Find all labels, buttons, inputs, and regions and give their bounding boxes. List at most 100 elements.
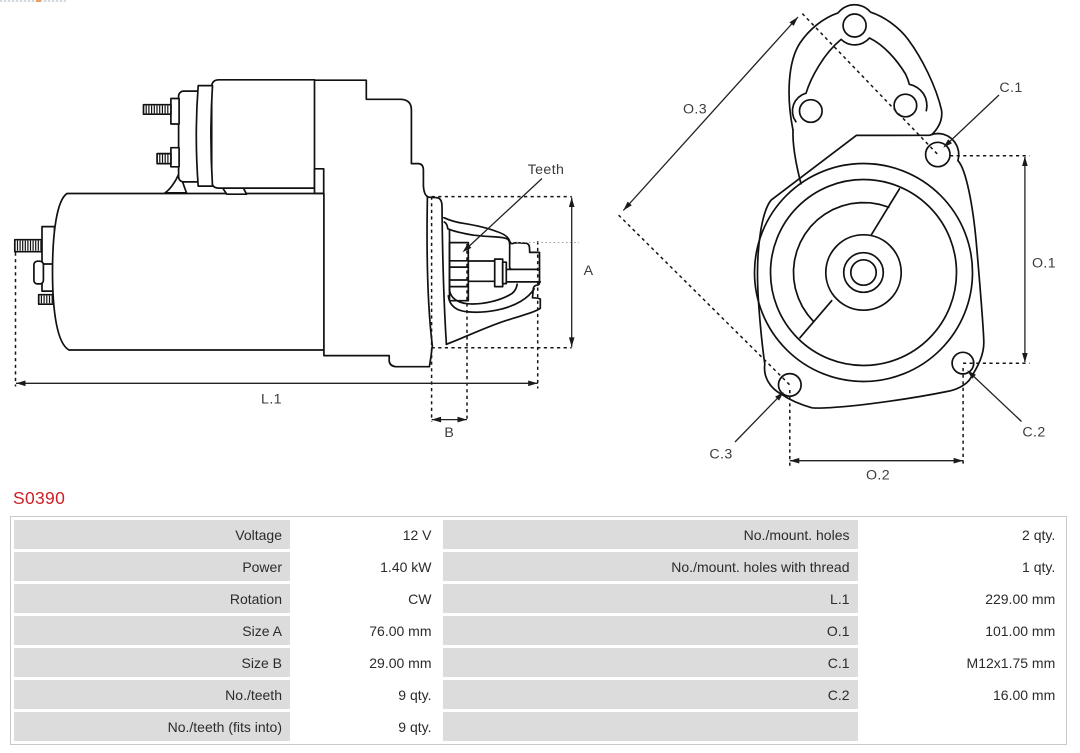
spec-row: Rotation CW L.1 229.00 mm <box>14 584 1064 613</box>
spec-row: Size A 76.00 mm O.1 101.00 mm <box>14 616 1064 645</box>
solenoid-end-plate <box>313 167 325 195</box>
face-circle-outer <box>753 162 974 383</box>
cavity-bottom-outer <box>447 287 535 314</box>
gear-body <box>448 241 470 302</box>
spec-row: Size B 29.00 mm C.1 M12x1.75 mm <box>14 648 1064 677</box>
spec-value: CW <box>293 584 440 613</box>
drive-housing <box>313 79 434 347</box>
label-dim-c3: C.3 <box>709 447 732 463</box>
spec-label: Size A <box>14 616 290 645</box>
solenoid-bolt-hole-left <box>798 98 823 124</box>
pinion-gear <box>448 241 470 302</box>
nose-bearing-lines <box>505 268 542 283</box>
spec-value: 29.00 mm <box>293 648 440 677</box>
spec-label: C.2 <box>442 680 858 709</box>
dim-o3-line <box>622 16 799 211</box>
motor-body <box>51 192 325 351</box>
label-dim-o2: O.2 <box>866 468 890 484</box>
mount-hole-c3 <box>777 372 802 398</box>
spec-value: M12x1.75 mm <box>860 648 1064 677</box>
c1-pointer-arrowhead <box>943 139 952 148</box>
hub-disc <box>824 233 903 312</box>
dim-extension-dashed <box>14 195 572 422</box>
spec-label: No./teeth (fits into) <box>14 712 290 741</box>
mounting-flange <box>756 132 985 409</box>
spec-label: Power <box>14 552 290 581</box>
side-view: Teeth A B L.1 <box>13 78 594 441</box>
rear-grommet <box>33 260 45 285</box>
spec-value: 1 qty. <box>860 552 1064 581</box>
hub-ring <box>842 251 885 294</box>
specs-table: Voltage 12 V No./mount. holes 2 qty. Pow… <box>10 516 1068 745</box>
solenoid <box>142 78 325 195</box>
spec-value: 101.00 mm <box>860 616 1064 645</box>
spec-value: 76.00 mm <box>293 616 440 645</box>
spec-value: 9 qty. <box>293 712 440 741</box>
spec-value: 229.00 mm <box>860 584 1064 613</box>
thread-hatch <box>159 154 169 163</box>
spec-label: L.1 <box>442 584 858 613</box>
thread-hatch <box>16 240 42 251</box>
solenoid-side-edge <box>792 129 802 185</box>
spec-value: 12 V <box>293 520 440 549</box>
bearing-face-circles <box>753 162 974 383</box>
c1-pointer-line <box>944 94 1000 147</box>
thread-hatch <box>145 105 169 114</box>
screen-artifact-accent <box>36 0 41 2</box>
spec-row: Voltage 12 V No./mount. holes 2 qty. <box>14 520 1064 549</box>
side-dimension-lines <box>14 178 579 423</box>
spec-label: No./mount. holes <box>442 520 858 549</box>
pinion-shaft <box>467 258 542 288</box>
teeth-pointer-arrowhead <box>462 243 472 253</box>
shaft-hole <box>849 258 878 287</box>
dim-o1-o2-extension-dashed <box>789 155 1030 467</box>
technical-drawing: Teeth A B L.1 <box>13 3 1056 484</box>
solenoid-bolt-hole-top <box>842 13 867 38</box>
spec-row: Power 1.40 kW No./mount. holes with thre… <box>14 552 1064 581</box>
gear-tooth-lines <box>448 259 470 288</box>
dim-o3-extension-dashed <box>618 13 939 386</box>
solenoid-dome <box>788 3 943 136</box>
bell-housing <box>443 216 542 346</box>
cavity-top-edge <box>443 221 514 271</box>
thread-hatch <box>40 295 53 304</box>
spec-label: Voltage <box>14 520 290 549</box>
label-teeth: Teeth <box>528 162 565 178</box>
terminal-nut-upper <box>170 97 180 125</box>
solenoid-dome-inner <box>791 37 928 123</box>
mount-ring <box>426 195 448 346</box>
terminal-nut-lower <box>170 146 180 168</box>
screen-artifact <box>0 0 66 2</box>
c2-pointer-arrowhead <box>967 370 976 379</box>
stop-collar <box>493 258 504 288</box>
label-dim-o1: O.1 <box>1032 256 1056 272</box>
spec-value: 1.40 kW <box>293 552 440 581</box>
label-dim-l1: L.1 <box>261 392 282 408</box>
teeth-pointer-line <box>464 178 543 251</box>
label-dim-c1: C.1 <box>999 80 1022 96</box>
face-circle-middle <box>769 178 958 367</box>
part-number: S0390 <box>13 488 66 508</box>
terminal-stud-lower <box>156 152 172 165</box>
spec-row: No./teeth 9 qty. C.2 16.00 mm <box>14 680 1064 709</box>
mount-hole-c2 <box>951 351 975 375</box>
spec-value <box>860 712 1064 741</box>
spec-value: 9 qty. <box>293 680 440 709</box>
face-circle-inner-arc <box>792 201 890 323</box>
rear-terminal-studs <box>13 225 56 306</box>
face-spoke-upper <box>870 188 901 236</box>
c3-pointer-arrowhead <box>775 391 784 401</box>
label-dim-a: A <box>584 263 594 279</box>
c3-pointer-line <box>734 392 783 443</box>
spec-value: 16.00 mm <box>860 680 1064 709</box>
shaft-lines <box>467 260 496 283</box>
spec-label <box>442 712 858 741</box>
mounting-foot <box>323 344 434 368</box>
front-dimension-lines <box>618 13 1030 467</box>
spec-label: Size B <box>14 648 290 677</box>
stop-collar-step <box>501 261 508 285</box>
dim-b-arrowheads <box>431 416 467 423</box>
spec-value: 2 qty. <box>860 520 1064 549</box>
spec-label: O.1 <box>442 616 858 645</box>
